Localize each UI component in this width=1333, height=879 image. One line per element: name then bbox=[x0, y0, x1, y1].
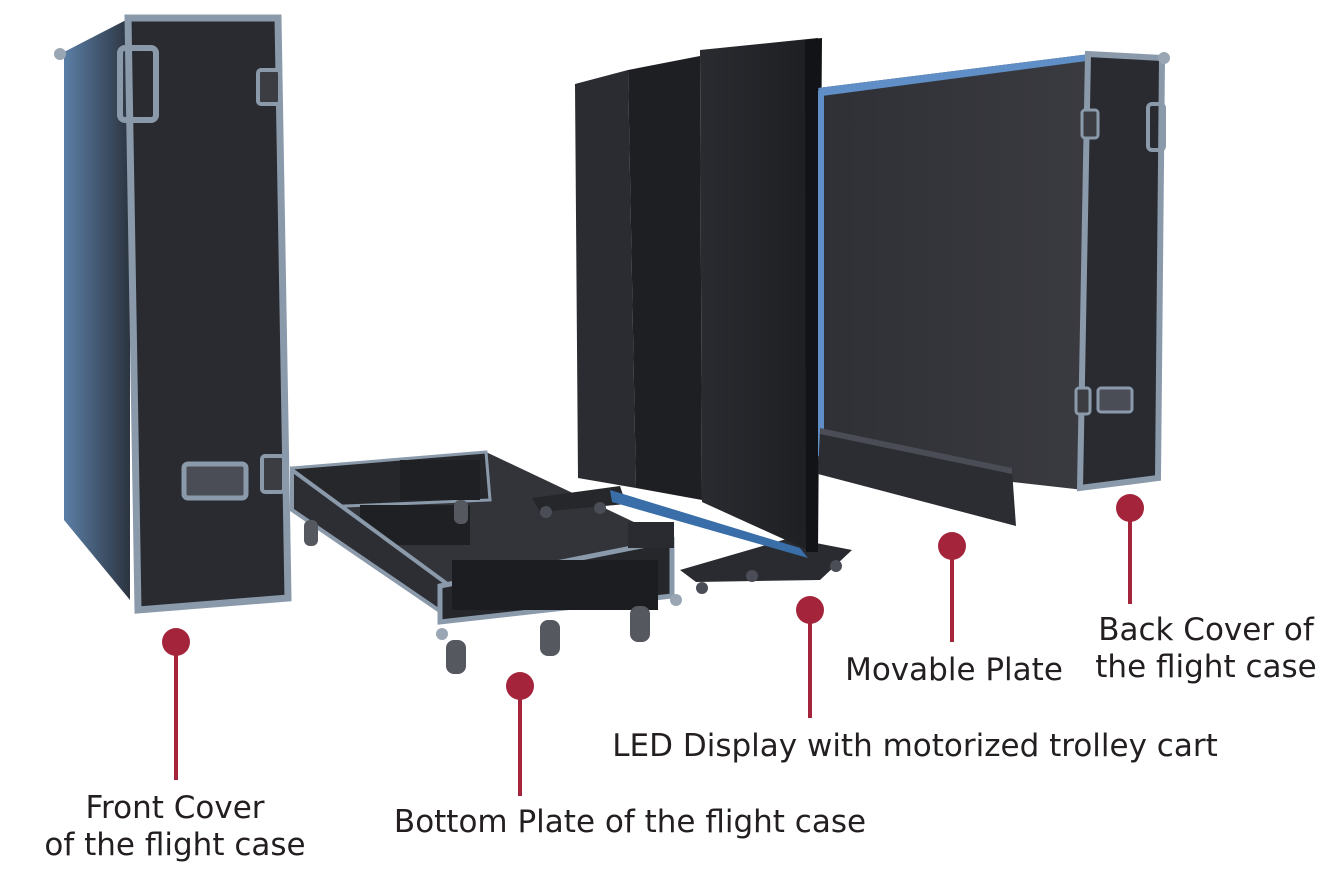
caster-wheel bbox=[454, 500, 468, 524]
back-cover-handle-top bbox=[1146, 102, 1166, 152]
trolley-wheel bbox=[696, 582, 708, 594]
back-cover-latch-top bbox=[1080, 108, 1100, 140]
front-cover-label-line1: Front Cover bbox=[85, 790, 265, 826]
front-cover-handle-bottom bbox=[181, 461, 249, 501]
led-display-marker bbox=[796, 596, 824, 624]
bottom-plate-knob-right bbox=[670, 594, 682, 606]
caster-wheel bbox=[446, 640, 466, 674]
back-cover-label-line1: Back Cover of bbox=[1098, 612, 1314, 648]
back-cover-top-edge bbox=[818, 54, 1094, 96]
trolley-base-beam bbox=[610, 490, 808, 558]
front-cover-case bbox=[54, 14, 292, 614]
back-cover-latch-bottom bbox=[1074, 386, 1092, 416]
back-cover-handle-bottom bbox=[1096, 386, 1134, 414]
front-cover-handle-top bbox=[117, 45, 159, 123]
front-cover-front-face bbox=[124, 14, 292, 614]
movable-plate-label-line1: Movable Plate bbox=[845, 652, 1063, 688]
led-panel-left bbox=[575, 70, 636, 488]
bottom-plate-marker bbox=[506, 672, 534, 700]
movable-plate-part bbox=[818, 428, 1016, 526]
movable-plate-label: Movable Plate bbox=[834, 652, 1074, 689]
back-cover-interior bbox=[818, 54, 1090, 490]
bottom-plate-compartment-2 bbox=[400, 460, 480, 500]
led-display-label-line1: LED Display with motorized trolley cart bbox=[612, 728, 1218, 764]
trolley-wheel bbox=[540, 506, 552, 518]
front-cover-latch-bottom bbox=[260, 454, 286, 494]
bottom-plate-knob-left bbox=[436, 628, 448, 640]
caster-wheel bbox=[540, 620, 560, 656]
front-cover-label-line2: of the flight case bbox=[44, 827, 306, 863]
trolley-wheel bbox=[594, 502, 606, 514]
back-cover-case bbox=[818, 50, 1170, 492]
bottom-plate-casters bbox=[304, 500, 650, 674]
front-cover-marker bbox=[162, 628, 190, 656]
back-cover-marker bbox=[1116, 494, 1144, 522]
bottom-plate-divider bbox=[628, 522, 674, 548]
led-display-label: LED Display with motorized trolley cart bbox=[600, 728, 1230, 765]
trolley-wheel bbox=[746, 570, 758, 582]
led-panel-center bbox=[628, 56, 702, 500]
back-cover-label-line2: the flight case bbox=[1095, 649, 1317, 685]
led-panel-right bbox=[700, 38, 818, 552]
bottom-plate-label: Bottom Plate of the flight case bbox=[380, 804, 880, 841]
movable-plate-top bbox=[820, 428, 1012, 474]
front-cover-label: Front Cover of the flight case bbox=[20, 790, 330, 864]
caster-wheel bbox=[304, 520, 318, 546]
movable-plate-marker bbox=[938, 532, 966, 560]
back-cover-left-edge bbox=[818, 90, 824, 458]
back-cover-corner-knob bbox=[1158, 52, 1170, 64]
back-cover-label: Back Cover of the flight case bbox=[1084, 612, 1328, 686]
led-display-trolley bbox=[532, 38, 852, 594]
trolley-wheel bbox=[830, 560, 842, 572]
front-cover-latch-top bbox=[256, 68, 282, 106]
back-cover-side-frame bbox=[1076, 50, 1166, 492]
bottom-plate-label-line1: Bottom Plate of the flight case bbox=[393, 804, 867, 840]
caster-wheel bbox=[630, 606, 650, 642]
bottom-plate-case bbox=[290, 450, 682, 674]
led-panel-edge bbox=[805, 38, 822, 552]
bottom-plate-front-panel bbox=[452, 560, 658, 610]
front-cover-corner-knob bbox=[54, 48, 66, 60]
callout-markers bbox=[162, 494, 1144, 796]
movable-plate-face bbox=[818, 430, 1016, 526]
front-cover-side-face bbox=[64, 18, 130, 600]
